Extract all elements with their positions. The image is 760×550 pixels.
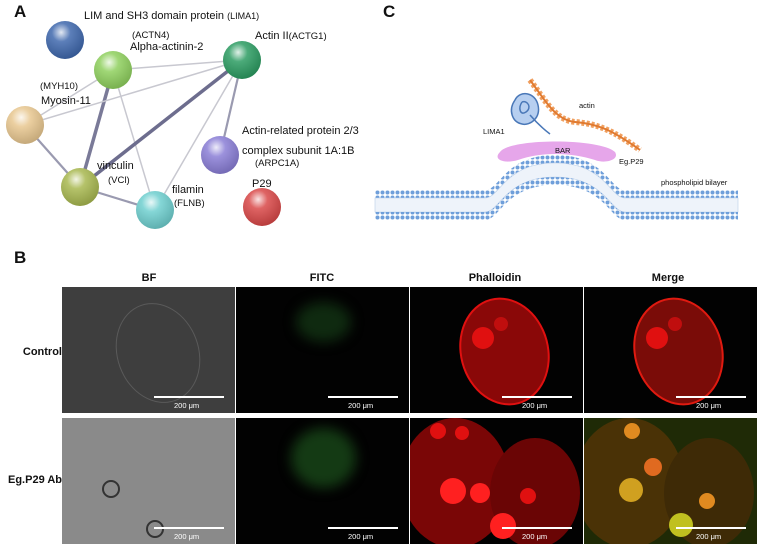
scale-bar <box>328 396 398 398</box>
image-control-fitc: 200 μm <box>236 287 409 413</box>
scale-label: 200 μm <box>348 532 374 541</box>
node-label-p29: P29 <box>252 178 272 190</box>
node-label-flnb: filamin <box>172 184 204 196</box>
scale-label: 200 μm <box>522 401 548 410</box>
node-sub-vcl: (VCl) <box>108 175 130 186</box>
bar-domain-shape <box>497 141 616 162</box>
node-sub-arpc1a: (ARPC1A) <box>255 158 300 169</box>
node-myh10 <box>6 106 44 144</box>
label-egp29: Eg.P29 <box>619 157 644 166</box>
node-label-actg1: Actin II(ACTG1) <box>255 30 327 42</box>
scale-label: 200 μm <box>522 532 548 541</box>
scale-bar <box>154 527 224 529</box>
bilayer <box>374 155 739 220</box>
bilayer-inner-leaflet <box>375 177 738 220</box>
scale-bar <box>502 527 572 529</box>
bilayer-outer-leaflet <box>375 155 738 198</box>
bilayer-tails <box>374 162 739 213</box>
node-sub-actn4: (ACTN4) <box>132 30 170 41</box>
node-label2-arpc1a: complex subunit 1A:1B <box>242 145 355 157</box>
label-lima1: LIMA1 <box>483 127 505 136</box>
edge-actg1-myh10 <box>24 59 243 126</box>
label-bilayer: phospholipid bilayer <box>661 178 728 187</box>
label-bar: BAR <box>555 146 571 155</box>
node-flnb <box>136 191 174 229</box>
label-actin: actin <box>579 101 595 110</box>
lima1-protein <box>510 93 551 135</box>
scale-label: 200 μm <box>696 532 722 541</box>
panel-label-a: A <box>14 2 27 21</box>
node-actn4 <box>94 51 132 89</box>
panel-label-b: B <box>14 248 27 267</box>
scale-label: 200 μm <box>348 401 374 410</box>
node-sub-flnb: (FLNB) <box>174 198 205 209</box>
scale-label: 200 μm <box>174 401 200 410</box>
scale-bar <box>502 396 572 398</box>
edge-actn4-actg1 <box>112 59 243 71</box>
node-label-lima1: LIM and SH3 domain protein (LIMA1) <box>84 10 260 22</box>
node-label-myh10: Myosin-11 <box>41 95 91 107</box>
scale-label: 200 μm <box>696 401 722 410</box>
image-egp29-merge: 200 μm <box>584 418 757 544</box>
column-header-bf: BF <box>141 272 157 284</box>
node-lima1 <box>46 21 84 59</box>
node-label-arpc1a: Actin-related protein 2/3 <box>242 125 359 137</box>
edge-actn4-vcl <box>78 68 115 189</box>
node-label-vcl: vinculin <box>97 160 134 172</box>
image-control-merge: 200 μm <box>584 287 757 413</box>
edge-actn4-flnb <box>112 69 156 211</box>
image-control-phalloidin: 200 μm <box>410 287 583 413</box>
image-egp29-fitc: 200 μm <box>236 418 409 544</box>
column-header-merge: Merge <box>651 272 685 284</box>
image-control-bf: 200 μm <box>62 287 235 413</box>
scale-label: 200 μm <box>174 532 200 541</box>
interaction-network <box>6 21 281 229</box>
image-egp29-phalloidin: 200 μm <box>410 418 583 544</box>
scale-bar <box>676 527 746 529</box>
scale-bar <box>328 527 398 529</box>
image-egp29-bf: 200 μm <box>62 418 235 544</box>
column-header-phalloidin: Phalloidin <box>468 272 522 284</box>
node-vcl <box>61 168 99 206</box>
node-arpc1a <box>201 136 239 174</box>
node-p29 <box>243 188 281 226</box>
edge-actg1-flnb <box>154 59 243 211</box>
membrane-schematic <box>374 78 739 220</box>
node-label-actn4: Alpha-actinin-2 <box>130 41 204 53</box>
scale-bar <box>676 396 746 398</box>
row-header-egp29: Eg.P29 Ab <box>8 474 62 486</box>
column-header-fitc: FITC <box>309 272 335 284</box>
panel-label-c: C <box>383 2 396 21</box>
network-nodes <box>6 21 281 229</box>
edge-actg1-vcl <box>78 58 244 189</box>
node-sub-myh10: (MYH10) <box>40 81 79 92</box>
node-actg1 <box>223 41 261 79</box>
row-header-control: Control <box>22 346 62 358</box>
scale-bar <box>154 396 224 398</box>
